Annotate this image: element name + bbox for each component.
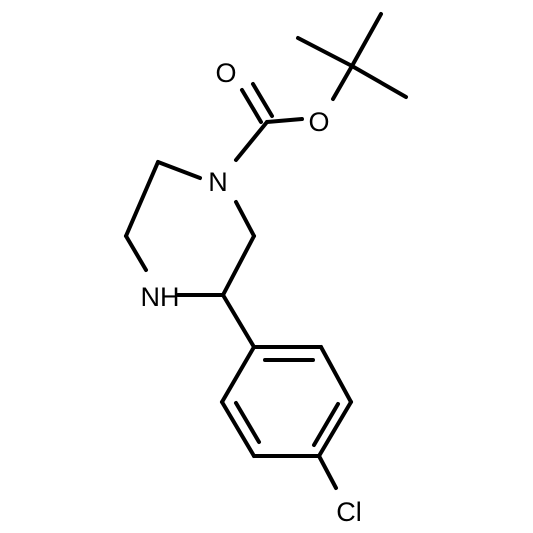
piperazine-ring xyxy=(124,160,256,349)
bond-ring-c2-c3 xyxy=(124,160,160,238)
tert-butyl-group xyxy=(296,12,408,101)
bond-tbu-methyl-right xyxy=(350,64,408,99)
boc-nitrogen-label: N xyxy=(208,167,228,197)
bond-phenyl-inner-double-left xyxy=(234,401,261,444)
ester-oxygen-label: O xyxy=(308,107,329,137)
chlorine-label: Cl xyxy=(336,497,362,527)
bond-tbu-to-ester-oxygen xyxy=(331,64,354,101)
bond-ring-c3-n4 xyxy=(124,234,148,272)
carbamate-group xyxy=(234,82,304,162)
bond-carbonyl-double-b xyxy=(251,82,274,118)
secondary-amine-label: NH xyxy=(141,282,180,312)
carbonyl-oxygen-label: O xyxy=(215,58,236,88)
bond-ring-c5-c6 xyxy=(221,234,256,297)
bond-tbu-methyl-top xyxy=(350,12,383,68)
bond-phenyl-inner-double-right xyxy=(312,402,340,447)
bond-tbu-methyl-left xyxy=(296,36,354,68)
bond-phenyl-to-chlorine xyxy=(317,454,338,490)
bond-carbonyl-carbon-to-nitrogen xyxy=(234,120,269,162)
bond-phenyl-c5-c6 xyxy=(220,400,256,458)
bond-ring-c6-n1 xyxy=(234,200,256,238)
bond-ring-n1-c2 xyxy=(156,160,202,180)
chlorophenyl-ring xyxy=(220,345,353,490)
atom-labels: O O N NH Cl xyxy=(141,58,362,527)
bond-phenyl-c2-c3 xyxy=(319,345,353,404)
bond-ring-to-phenyl xyxy=(221,293,256,349)
bond-phenyl-c3-c4 xyxy=(317,400,353,458)
bond-phenyl-c6-c1 xyxy=(220,345,256,404)
bond-carbonyl-double-a xyxy=(240,88,263,124)
bond-ester-oxygen-to-carbonyl-carbon xyxy=(265,117,304,124)
